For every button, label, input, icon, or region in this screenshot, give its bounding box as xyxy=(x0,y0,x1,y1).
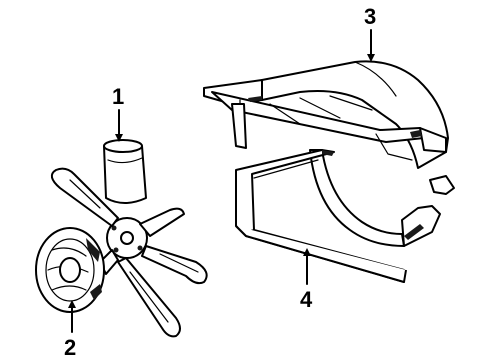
callout-4: 4 xyxy=(300,287,313,312)
callout-2: 2 xyxy=(64,335,76,360)
upper-shroud-part xyxy=(203,60,449,169)
callout-3: 3 xyxy=(364,4,376,29)
callout-1: 1 xyxy=(112,84,124,109)
lower-shroud-part xyxy=(235,149,455,283)
fan-blade-part xyxy=(50,139,208,338)
fan-clutch-part xyxy=(35,227,105,313)
